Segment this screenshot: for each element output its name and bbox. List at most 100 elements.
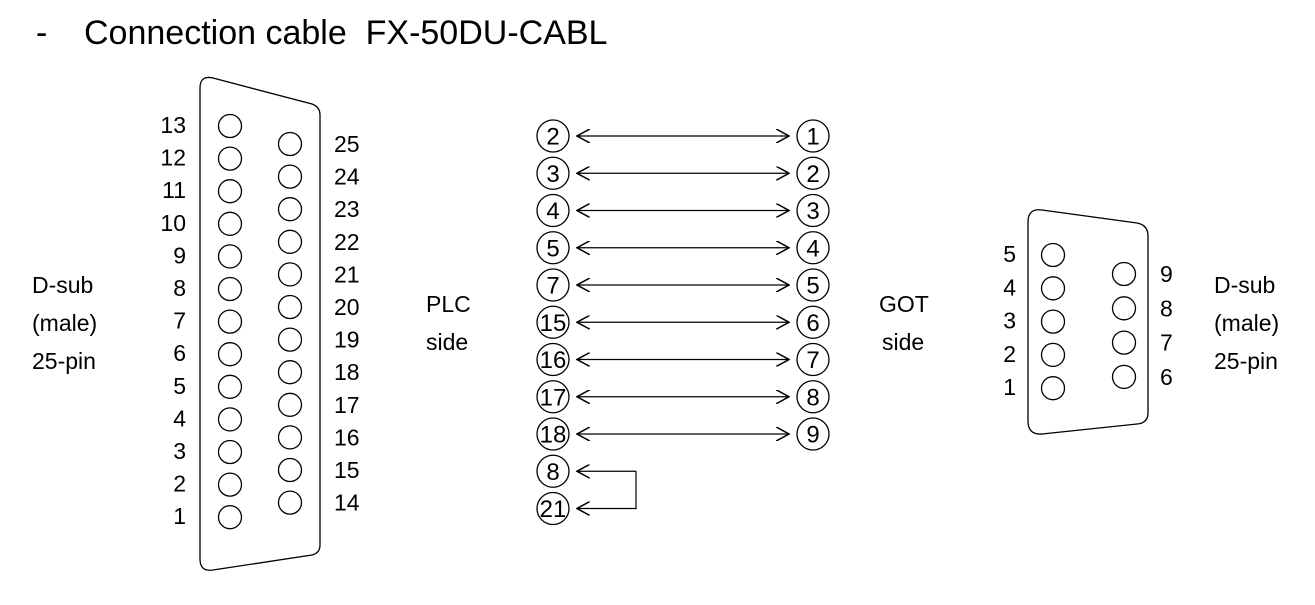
plc-pin-circle	[536, 305, 570, 339]
pin-hole	[217, 505, 243, 530]
pin-number: 14	[334, 490, 360, 516]
pin-hole	[217, 179, 243, 204]
pin-hole	[217, 211, 243, 236]
plc-pin-number: 18	[540, 422, 567, 449]
right-connector-label-type: D-sub	[1214, 272, 1276, 298]
got-pin-number: 3	[806, 198, 819, 225]
pin-number: 2	[173, 471, 186, 497]
plc-pin-number: 5	[546, 235, 559, 262]
pin-number: 4	[1003, 274, 1016, 300]
pin-number: 25	[334, 131, 360, 157]
pin-hole	[1111, 330, 1137, 355]
pin-number: 5	[173, 373, 186, 399]
pin-number: 2	[1003, 341, 1016, 367]
pin-number: 8	[1160, 295, 1173, 321]
pin-hole	[277, 197, 303, 222]
got-pin-number: 1	[806, 124, 819, 151]
got-pin-circle	[796, 380, 830, 414]
plc-pin-number: 3	[546, 161, 559, 188]
pin-hole	[277, 262, 303, 287]
pin-number: 16	[334, 424, 360, 450]
pin-number: 6	[173, 340, 186, 366]
pin-number: 1	[1003, 374, 1016, 400]
got-pin-circle	[796, 417, 830, 451]
pin-hole	[217, 276, 243, 302]
got-pin-circle	[796, 119, 830, 153]
got-pin-number: 5	[806, 273, 819, 300]
plc-pin-number: 8	[546, 459, 559, 486]
pin-hole	[1040, 276, 1066, 301]
got-side-label-2: side	[882, 329, 925, 355]
pin-hole	[277, 490, 303, 515]
pin-hole	[217, 309, 243, 334]
plc-pin-number: 16	[540, 347, 567, 374]
pin-hole	[277, 457, 303, 483]
got-pin-circle	[796, 193, 830, 228]
pin-number: 17	[334, 392, 360, 418]
pin-number: 8	[173, 275, 186, 301]
pin-number: 13	[160, 112, 186, 138]
got-pin-circle	[796, 156, 830, 190]
pin-number: 7	[1160, 330, 1173, 356]
plc-side-label-1: PLC	[426, 291, 471, 317]
pin-number: 23	[334, 196, 360, 222]
left-connector-label-gender: (male)	[32, 310, 98, 336]
pin-hole	[277, 131, 303, 157]
dsub9-connector-shell	[1027, 209, 1149, 435]
pin-hole	[217, 146, 243, 171]
pin-hole	[1111, 296, 1137, 321]
plc-pin-number: 17	[540, 384, 567, 411]
pin-number: 9	[1160, 261, 1173, 287]
pin-number: 19	[334, 327, 360, 353]
got-side-label-1: GOT	[879, 291, 929, 317]
pin-hole	[277, 425, 303, 450]
pin-hole	[1040, 376, 1066, 401]
pin-hole	[277, 294, 303, 320]
pin-hole	[277, 392, 303, 417]
got-pin-circle	[796, 342, 830, 377]
pin-number: 22	[334, 229, 360, 255]
pin-hole	[217, 407, 243, 432]
plc-pin-number: 15	[540, 310, 567, 337]
pin-hole	[1040, 242, 1066, 268]
pin-hole	[217, 472, 243, 497]
got-pin-number: 4	[806, 235, 819, 262]
plc-pin-circle	[536, 417, 570, 451]
dsub25-pin-holes: 1312111098765432125242322212019181716151…	[160, 112, 360, 530]
plc-pin-circle	[536, 491, 570, 526]
pin-hole	[217, 342, 243, 367]
got-pin-number: 7	[806, 347, 819, 374]
pin-hole	[277, 327, 303, 352]
pin-number: 12	[160, 145, 186, 171]
left-connector-label-type: D-sub	[32, 272, 94, 298]
plc-pin-circle	[536, 156, 570, 190]
got-pin-number: 9	[806, 422, 819, 449]
left-connector-label-pins: 25-pin	[32, 348, 96, 374]
pin-number: 21	[334, 261, 360, 287]
pin-number: 3	[173, 438, 186, 464]
pin-number: 3	[1003, 308, 1016, 334]
pin-number: 5	[1003, 241, 1016, 267]
pin-number: 4	[173, 405, 186, 431]
plc-pin-circle	[536, 268, 570, 302]
pin-hole	[1111, 364, 1137, 390]
pin-hole	[217, 439, 243, 465]
pin-number: 11	[162, 177, 186, 203]
got-pin-number: 2	[806, 161, 819, 188]
loopback-wire-bottom	[577, 471, 637, 508]
got-pin-number: 8	[806, 384, 819, 411]
dsub25-connector-shell	[199, 76, 321, 571]
plc-pin-circle	[536, 342, 570, 377]
plc-pin-circle	[536, 193, 570, 228]
pin-hole	[1111, 261, 1137, 287]
right-connector-label-pins: 25-pin	[1214, 348, 1278, 374]
got-pin-number: 6	[806, 310, 819, 337]
plc-pin-number: 7	[546, 273, 559, 300]
pin-hole	[1040, 342, 1066, 368]
page-title: Connection cable FX-50DU-CABL	[84, 14, 608, 52]
plc-pin-circle	[536, 119, 570, 153]
title-dash: -	[36, 14, 48, 52]
